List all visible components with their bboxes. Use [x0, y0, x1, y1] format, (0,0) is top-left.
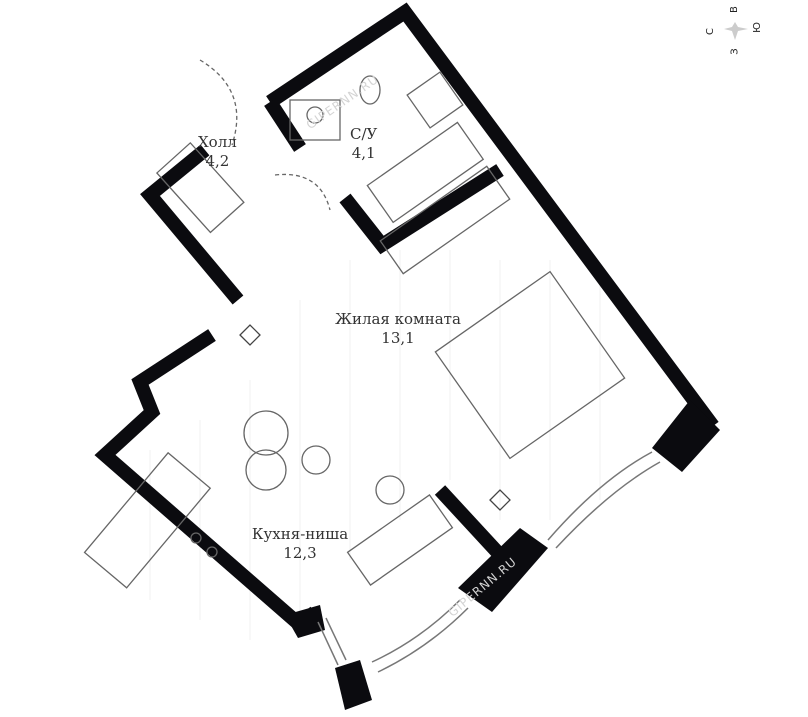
kitchen-counter	[83, 451, 212, 589]
compass-north: С	[704, 28, 716, 35]
room-name: Жилая комната	[335, 310, 461, 328]
room-area: 13,1	[381, 329, 415, 347]
room-name: С/У	[350, 125, 378, 143]
sofa	[346, 494, 454, 586]
washer-drum	[306, 106, 324, 124]
windows	[317, 451, 661, 673]
room-area: 4,2	[205, 152, 230, 170]
hall-door-swing	[199, 59, 238, 146]
toilet	[359, 75, 381, 105]
room-label-bathroom: С/У 4,1	[350, 125, 377, 163]
bed	[434, 270, 626, 460]
furniture	[83, 59, 626, 589]
room-area: 4,1	[351, 144, 376, 162]
living-wardrobe	[379, 165, 511, 275]
table-top	[243, 410, 289, 456]
pouf	[375, 475, 405, 505]
wardrobe	[155, 141, 245, 234]
chair	[301, 445, 331, 475]
compass-east: В	[728, 6, 740, 13]
room-name: Кухня-ниша	[251, 525, 349, 543]
table	[245, 449, 287, 491]
bath-door-swing	[274, 173, 331, 211]
room-label-living: Жилая комната 13,1	[318, 310, 478, 348]
bathtub	[366, 121, 485, 224]
room-area: 12,3	[283, 544, 317, 562]
columns	[285, 400, 720, 710]
washer	[289, 99, 341, 141]
floor-hatch	[149, 250, 601, 640]
room-name: Холл	[198, 133, 237, 151]
room-label-hall: Холл 4,2	[198, 133, 237, 171]
room-label-kitchen: Кухня-ниша 12,3	[240, 525, 360, 563]
compass-south: Ю	[751, 22, 763, 33]
sink	[406, 71, 464, 129]
compass-west: З	[729, 48, 741, 55]
